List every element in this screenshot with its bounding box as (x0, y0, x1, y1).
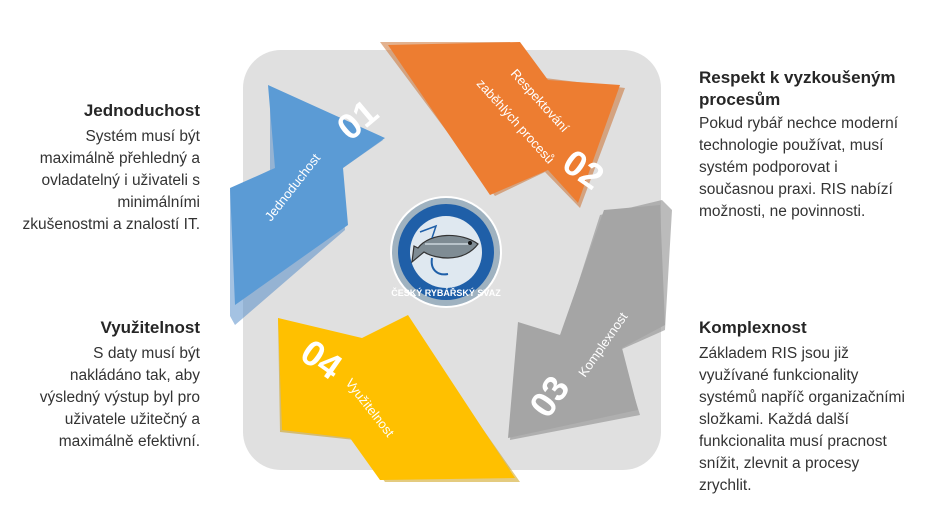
step-04-description: Využitelnost S daty musí být nakládáno t… (10, 317, 200, 453)
association-logo: ČESKÝ RYBÁŘSKÝ SVAZ (390, 196, 502, 308)
step-04-heading: Využitelnost (100, 318, 201, 337)
step-03-description: Komplexnost Základem RIS jsou již využív… (699, 317, 929, 497)
step-04-text: S daty musí být nakládáno tak, aby výsle… (39, 345, 200, 450)
step-01-heading: Jednoduchost (83, 101, 200, 120)
step-01-description: Jednoduchost Systém musí být maximálně p… (10, 100, 200, 236)
arrow-04: 04 Využitelnost (278, 315, 520, 482)
logo-text: ČESKÝ RYBÁŘSKÝ SVAZ (391, 287, 501, 298)
step-02-heading-line1: Respekt k vyzkoušeným (699, 68, 896, 87)
step-01-text: Systém musí být maximálně přehledný a ov… (22, 128, 200, 233)
arrow-03: 03 Komplexnost (508, 200, 672, 440)
step-02-description: Respekt k vyzkoušeným procesům Pokud ryb… (699, 67, 929, 223)
step-02-heading-line2: procesům (699, 90, 781, 109)
step-03-heading: Komplexnost (699, 318, 807, 337)
arrow-01: 01 Jednoduchost (230, 85, 386, 325)
step-02-text: Pokud rybář nechce moderní technologie p… (699, 115, 899, 220)
step-03-text: Základem RIS jsou již využívané funkcion… (699, 345, 905, 494)
